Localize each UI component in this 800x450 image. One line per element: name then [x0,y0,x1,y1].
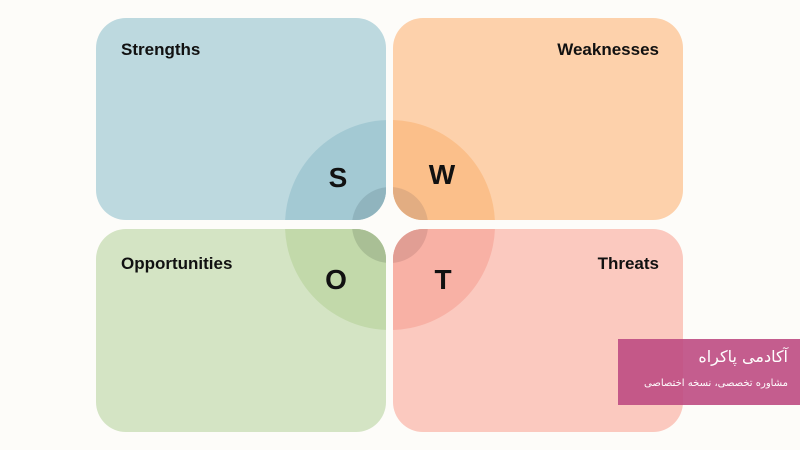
quadrant-letter: T [434,264,452,295]
brand-name: آکادمی پاکراه [698,347,788,366]
quadrant-strengths: Strengths S [96,18,386,220]
quadrant-weaknesses: Weaknesses W [393,18,683,220]
brand-tagline: مشاوره تخصصی، نسخه اختصاصی [644,378,788,389]
quadrant-title: Opportunities [121,254,233,273]
quadrant-title: Weaknesses [557,40,659,59]
quadrant-letter: O [325,264,347,295]
quadrant-letter: W [428,159,456,190]
quadrant-title: Threats [597,254,659,273]
quadrant-letter: S [328,162,348,193]
quadrant-title: Strengths [121,40,201,59]
brand-watermark: آکادمی پاکراه مشاوره تخصصی، نسخه اختصاصی [618,339,800,405]
quadrant-threats: Threats T [393,229,683,432]
quadrant-opportunities: Opportunities O [96,229,386,432]
